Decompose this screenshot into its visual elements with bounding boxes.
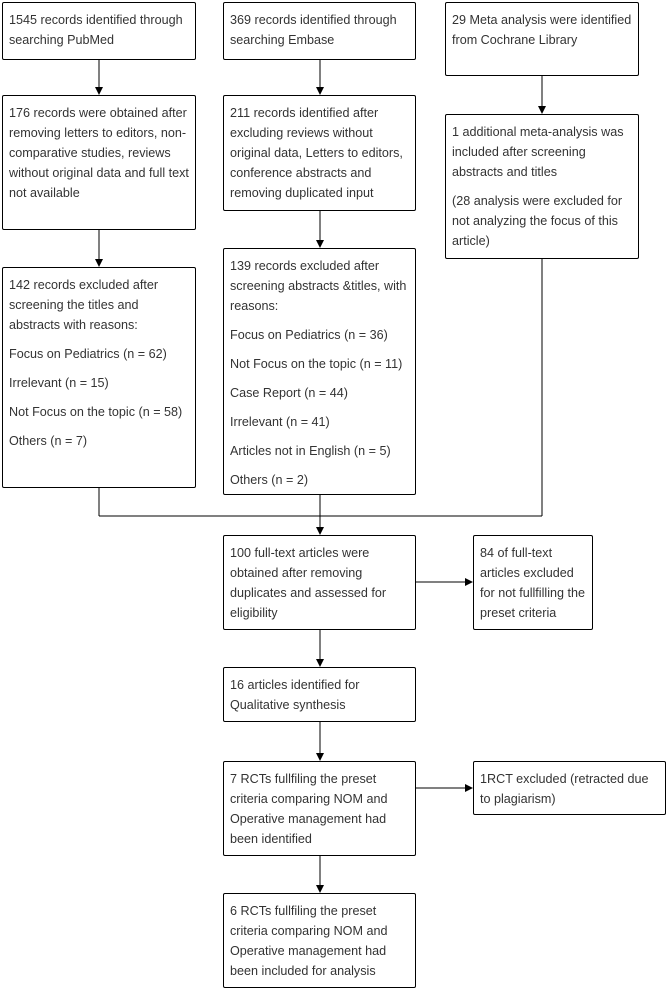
box-fulltext-excluded: 84 of full-text articles excluded for no… xyxy=(473,535,593,630)
box-fulltext-assessed: 100 full-text articles were obtained aft… xyxy=(223,535,416,630)
box-text: 139 records excluded after screening abs… xyxy=(230,259,407,313)
box-embase-search: 369 records identified through searching… xyxy=(223,2,416,60)
box-embase-excluded: 139 records excluded after screening abs… xyxy=(223,248,416,495)
box-text: 369 records identified through searching… xyxy=(230,13,397,47)
box-text: Others (n = 2) xyxy=(230,473,309,487)
box-text: Irrelevant (n = 41) xyxy=(230,415,330,429)
box-text: 16 articles identified for Qualitative s… xyxy=(230,678,360,712)
box-text: Focus on Pediatrics (n = 36) xyxy=(230,328,388,342)
box-text: (28 analysis were excluded for not analy… xyxy=(452,194,623,248)
box-text: Others (n = 7) xyxy=(9,434,88,448)
box-cochrane-additional: 1 additional meta-analysis was included … xyxy=(445,114,639,259)
box-qualitative-synthesis: 16 articles identified for Qualitative s… xyxy=(223,667,416,722)
box-rcts-identified: 7 RCTs fullfiling the preset criteria co… xyxy=(223,761,416,856)
box-text: 142 records excluded after screening the… xyxy=(9,278,159,332)
box-text: 176 records were obtained after removing… xyxy=(9,106,189,200)
box-pubmed-search: 1545 records identified through searchin… xyxy=(2,2,196,60)
box-text: Not Focus on the topic (n = 11) xyxy=(230,357,403,371)
box-text: 84 of full-text articles excluded for no… xyxy=(480,546,586,620)
box-pubmed-obtained: 176 records were obtained after removing… xyxy=(2,95,196,230)
box-text: Case Report (n = 44) xyxy=(230,386,348,400)
box-text: 1RCT excluded (retracted due to plagiari… xyxy=(480,772,649,806)
box-text: 1 additional meta-analysis was included … xyxy=(452,125,624,179)
box-text: 211 records identified after excluding r… xyxy=(230,106,403,200)
box-text: 29 Meta analysis were identified from Co… xyxy=(452,13,632,47)
box-text: 7 RCTs fullfiling the preset criteria co… xyxy=(230,772,388,846)
box-rct-excluded: 1RCT excluded (retracted due to plagiari… xyxy=(473,761,666,815)
box-text: 100 full-text articles were obtained aft… xyxy=(230,546,387,620)
box-text: Focus on Pediatrics (n = 62) xyxy=(9,347,167,361)
box-text: Irrelevant (n = 15) xyxy=(9,376,109,390)
box-text: Not Focus on the topic (n = 58) xyxy=(9,405,183,419)
box-cochrane-search: 29 Meta analysis were identified from Co… xyxy=(445,2,639,76)
box-embase-identified: 211 records identified after excluding r… xyxy=(223,95,416,211)
box-rcts-included: 6 RCTs fullfiling the preset criteria co… xyxy=(223,893,416,988)
box-text: 1545 records identified through searchin… xyxy=(9,13,183,47)
box-text: Articles not in English (n = 5) xyxy=(230,444,391,458)
box-pubmed-excluded: 142 records excluded after screening the… xyxy=(2,267,196,488)
box-text: 6 RCTs fullfiling the preset criteria co… xyxy=(230,904,388,978)
